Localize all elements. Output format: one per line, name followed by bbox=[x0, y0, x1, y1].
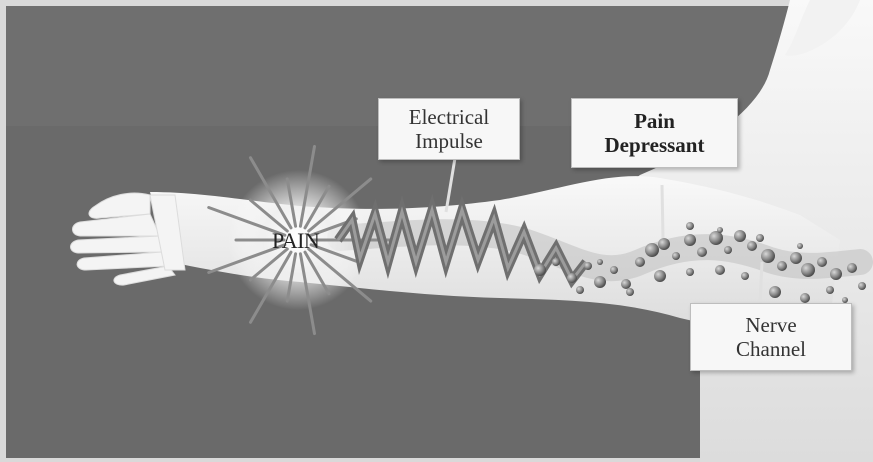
molecule bbox=[715, 265, 725, 275]
molecule bbox=[847, 263, 857, 273]
pain-depressant-leader bbox=[662, 185, 663, 238]
molecule bbox=[567, 273, 577, 283]
pain-depressant-line-2: Depressant bbox=[605, 133, 705, 157]
electrical-impulse-line-1: Electrical bbox=[409, 105, 489, 129]
molecule bbox=[817, 257, 827, 267]
molecule bbox=[534, 264, 546, 276]
molecule bbox=[747, 241, 757, 251]
molecule bbox=[797, 243, 803, 249]
nerve-channel-leader bbox=[760, 262, 762, 304]
nerve-channel-line-2: Channel bbox=[736, 337, 806, 361]
molecule bbox=[635, 257, 645, 267]
molecule bbox=[576, 286, 584, 294]
molecule bbox=[741, 272, 749, 280]
nerve-channel-line-1: Nerve bbox=[745, 313, 796, 337]
molecule bbox=[584, 262, 592, 270]
molecule bbox=[858, 282, 866, 290]
molecule bbox=[686, 222, 694, 230]
molecule bbox=[610, 266, 618, 274]
molecule bbox=[777, 261, 787, 271]
molecule bbox=[626, 288, 634, 296]
molecule bbox=[645, 243, 659, 257]
molecule bbox=[734, 230, 746, 242]
molecule bbox=[717, 227, 723, 233]
molecule bbox=[756, 234, 764, 242]
molecule bbox=[654, 270, 666, 282]
pain-label: PAIN bbox=[272, 228, 319, 254]
molecule bbox=[830, 268, 842, 280]
molecule bbox=[790, 252, 802, 264]
molecule bbox=[552, 258, 560, 266]
pain-depressant-callout: Pain Depressant bbox=[571, 98, 738, 168]
molecule bbox=[724, 246, 732, 254]
molecule bbox=[826, 286, 834, 294]
molecule bbox=[761, 249, 775, 263]
molecule bbox=[800, 293, 810, 303]
pain-depressant-line-1: Pain bbox=[634, 109, 675, 133]
molecule bbox=[686, 268, 694, 276]
molecule bbox=[594, 276, 606, 288]
nerve-channel-callout: Nerve Channel bbox=[690, 303, 852, 371]
molecule bbox=[709, 231, 723, 245]
molecule bbox=[658, 238, 670, 250]
molecule bbox=[684, 234, 696, 246]
molecule bbox=[597, 259, 603, 265]
molecule bbox=[672, 252, 680, 260]
molecule bbox=[621, 279, 631, 289]
electrical-impulse-line-2: Impulse bbox=[415, 129, 483, 153]
electrical-impulse-callout: Electrical Impulse bbox=[378, 98, 520, 160]
molecule bbox=[801, 263, 815, 277]
molecule bbox=[697, 247, 707, 257]
molecule bbox=[769, 286, 781, 298]
